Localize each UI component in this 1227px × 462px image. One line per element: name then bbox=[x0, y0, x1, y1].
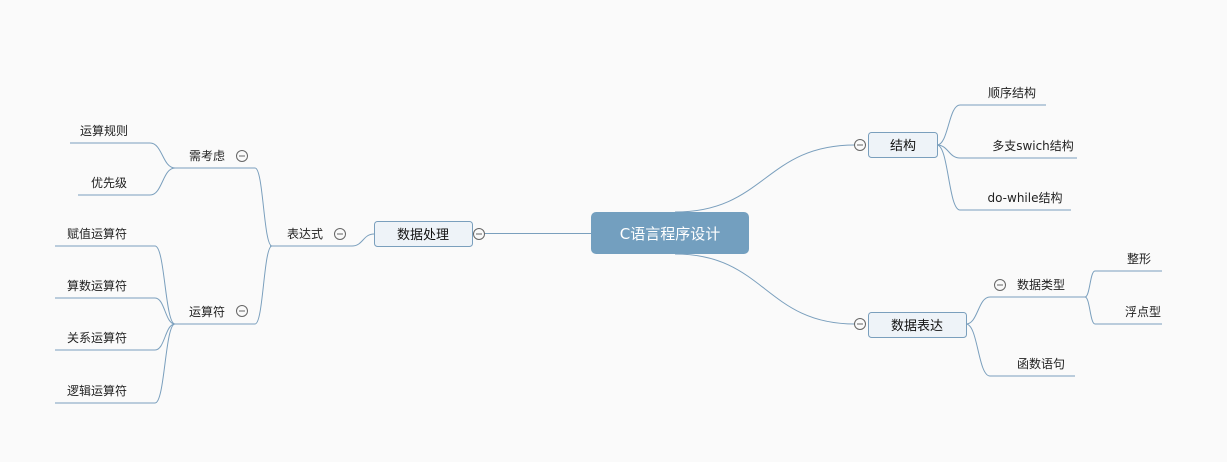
topic-label: 数据类型 bbox=[1017, 277, 1065, 292]
connector bbox=[936, 104, 961, 146]
connector bbox=[1084, 296, 1096, 325]
topic-label: 算数运算符 bbox=[67, 278, 127, 293]
topic-node[interactable]: 顺序结构 bbox=[960, 85, 1046, 106]
collapse-icon[interactable] bbox=[994, 279, 1006, 291]
node-label: 数据处理 bbox=[397, 228, 449, 243]
topic-node[interactable]: 关系运算符 bbox=[55, 330, 155, 351]
edges bbox=[149, 104, 1096, 404]
topic-label: 多支swich结构 bbox=[992, 138, 1074, 153]
topic-node[interactable]: 优先级 bbox=[78, 176, 150, 196]
connector bbox=[674, 253, 856, 325]
topic-label: 运算规则 bbox=[80, 123, 128, 138]
connector bbox=[936, 144, 961, 211]
root-node[interactable]: C语言程序设计 bbox=[591, 212, 749, 254]
connector bbox=[965, 323, 991, 377]
topic-node[interactable]: 算数运算符 bbox=[55, 278, 155, 299]
collapse-icon[interactable] bbox=[334, 228, 346, 240]
node-data-expression[interactable]: 数据表达 bbox=[868, 312, 967, 338]
topic-label: 赋值运算符 bbox=[67, 226, 127, 241]
connector bbox=[1084, 270, 1096, 298]
topic-label: 函数语句 bbox=[1017, 356, 1065, 371]
connector bbox=[965, 296, 991, 325]
topic-node[interactable]: 函数语句 bbox=[990, 356, 1075, 377]
topic-node[interactable]: 逻辑运算符 bbox=[55, 383, 155, 404]
collapse-icon[interactable] bbox=[236, 305, 248, 317]
topic-node[interactable]: 运算符 bbox=[175, 304, 255, 325]
collapse-icon[interactable] bbox=[236, 150, 248, 162]
topic-label: 运算符 bbox=[189, 304, 225, 319]
node-structure[interactable]: 结构 bbox=[868, 132, 938, 158]
topic-label: 浮点型 bbox=[1125, 305, 1161, 319]
connector bbox=[149, 167, 176, 196]
collapse-icon[interactable] bbox=[854, 139, 866, 151]
topic-label: 优先级 bbox=[91, 176, 127, 190]
topic-node[interactable]: do-while结构 bbox=[960, 190, 1071, 211]
connector bbox=[154, 297, 176, 325]
connector bbox=[674, 144, 856, 213]
connector bbox=[936, 144, 961, 159]
connector bbox=[351, 233, 375, 247]
topic-node[interactable]: 整形 bbox=[1095, 251, 1162, 272]
topic-node[interactable]: 浮点型 bbox=[1095, 305, 1162, 325]
topic-label: 整形 bbox=[1127, 251, 1151, 266]
connector bbox=[254, 167, 273, 247]
topic-node[interactable]: 赋值运算符 bbox=[55, 226, 155, 247]
topic-node[interactable]: 需考虑 bbox=[175, 149, 255, 169]
connector bbox=[149, 142, 176, 169]
topic-label: 需考虑 bbox=[189, 149, 225, 163]
node-label: 数据表达 bbox=[891, 319, 943, 334]
topic-label: 关系运算符 bbox=[67, 330, 127, 345]
connector bbox=[154, 245, 176, 325]
connector bbox=[154, 323, 176, 404]
topic-label: 逻辑运算符 bbox=[67, 383, 127, 398]
node-label: 结构 bbox=[890, 139, 916, 154]
topic-label: 顺序结构 bbox=[988, 85, 1036, 100]
topic-label: do-while结构 bbox=[988, 190, 1063, 205]
collapse-icon[interactable] bbox=[854, 318, 866, 330]
collapse-icon[interactable] bbox=[473, 228, 485, 240]
topic-node[interactable]: 数据类型 bbox=[990, 277, 1085, 298]
node-data-processing[interactable]: 数据处理 bbox=[374, 221, 473, 247]
topic-node[interactable]: 运算规则 bbox=[70, 123, 150, 144]
topic-node[interactable]: 多支swich结构 bbox=[960, 138, 1077, 159]
topic-node[interactable]: 表达式 bbox=[270, 227, 352, 247]
topic-label: 表达式 bbox=[287, 227, 323, 241]
connector bbox=[154, 323, 176, 351]
connector bbox=[254, 245, 273, 325]
root-label: C语言程序设计 bbox=[620, 225, 720, 243]
collapsers bbox=[236, 139, 1006, 330]
